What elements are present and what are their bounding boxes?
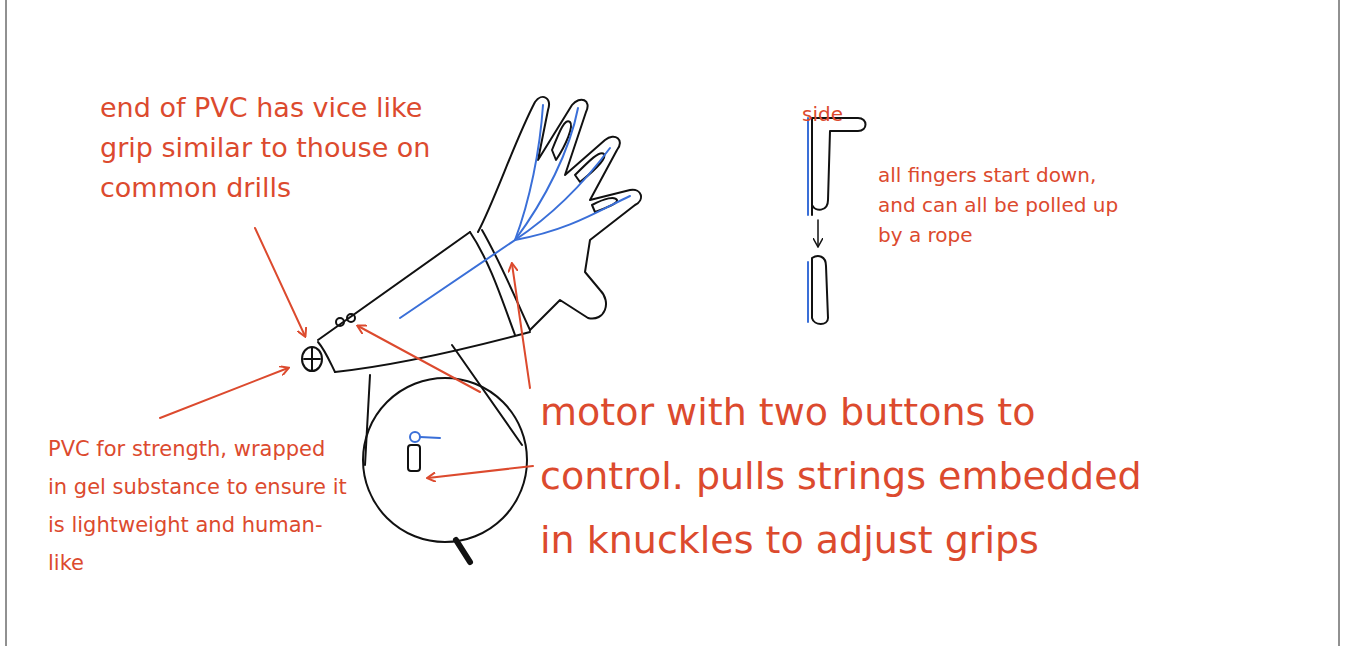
view-label: side <box>802 102 882 126</box>
callout-note: motor with two buttons to control. pulls… <box>540 380 1180 572</box>
callout-note: PVC for strength, wrapped in gel substan… <box>48 430 348 582</box>
callout-note: end of PVC has vice like grip similar to… <box>100 88 440 208</box>
callout-note: all fingers start down, and can all be p… <box>878 160 1138 250</box>
